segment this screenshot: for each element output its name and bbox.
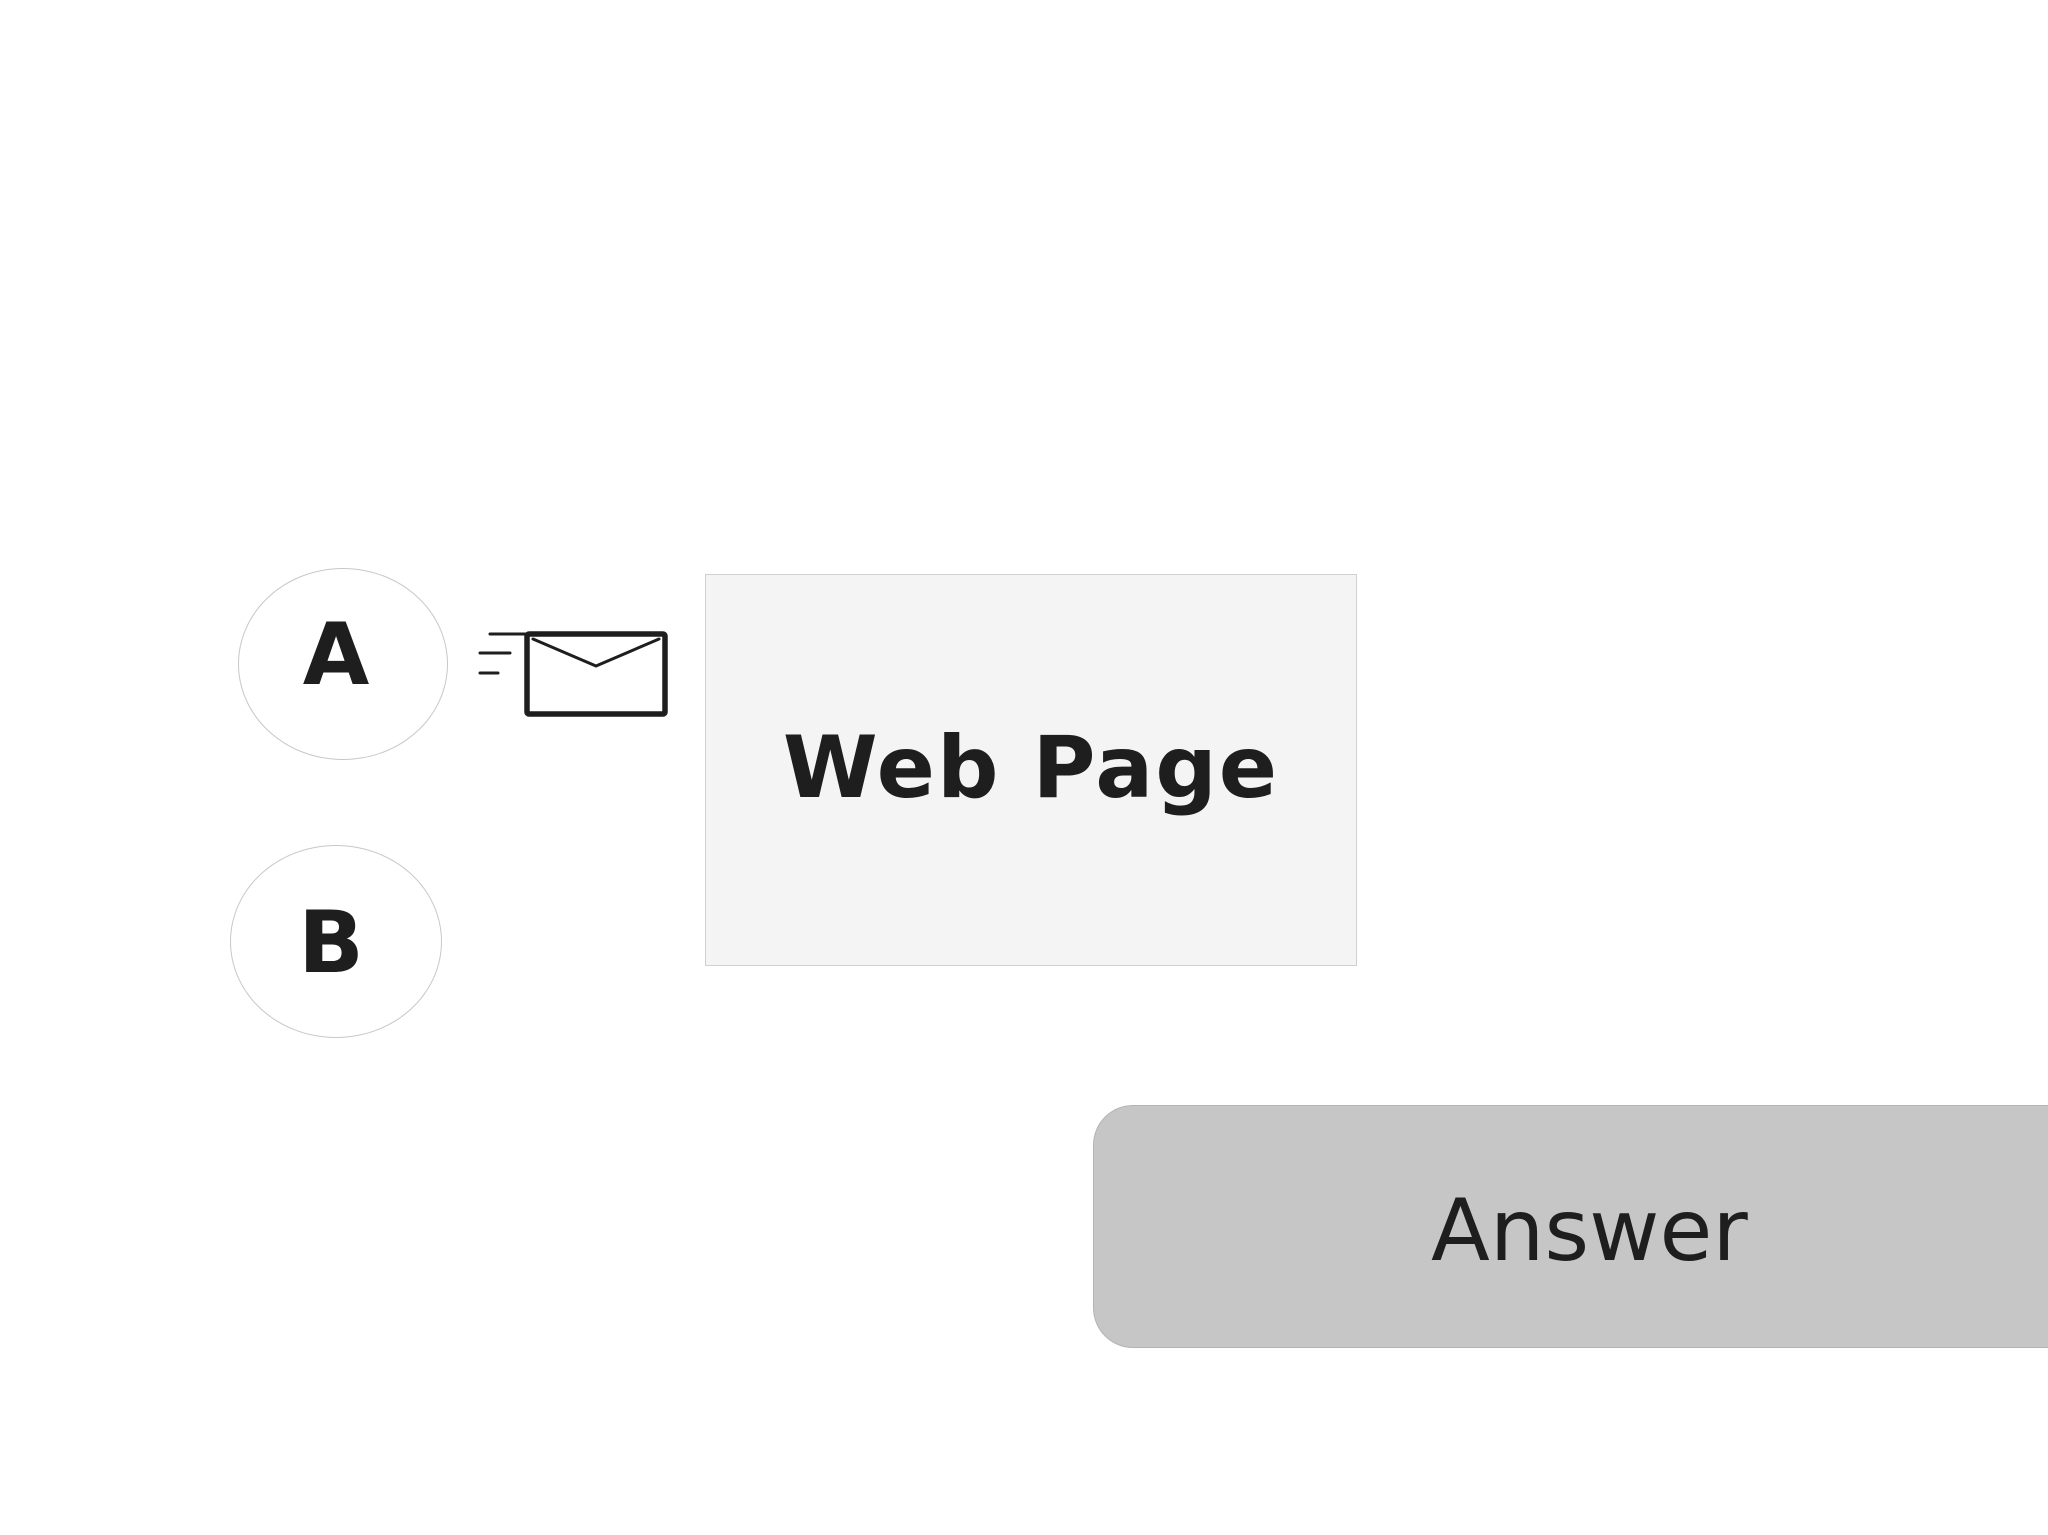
node-b-label: B xyxy=(298,892,364,993)
web-page-box[interactable]: Web Page xyxy=(705,574,1357,966)
mail-icon xyxy=(478,631,668,717)
answer-label: Answer xyxy=(1431,1181,1748,1281)
node-b[interactable]: B xyxy=(230,845,442,1038)
answer-button[interactable]: Answer xyxy=(1093,1105,2048,1348)
node-a[interactable]: A xyxy=(238,568,448,760)
node-a-label: A xyxy=(302,605,370,705)
web-page-label: Web Page xyxy=(782,718,1280,818)
